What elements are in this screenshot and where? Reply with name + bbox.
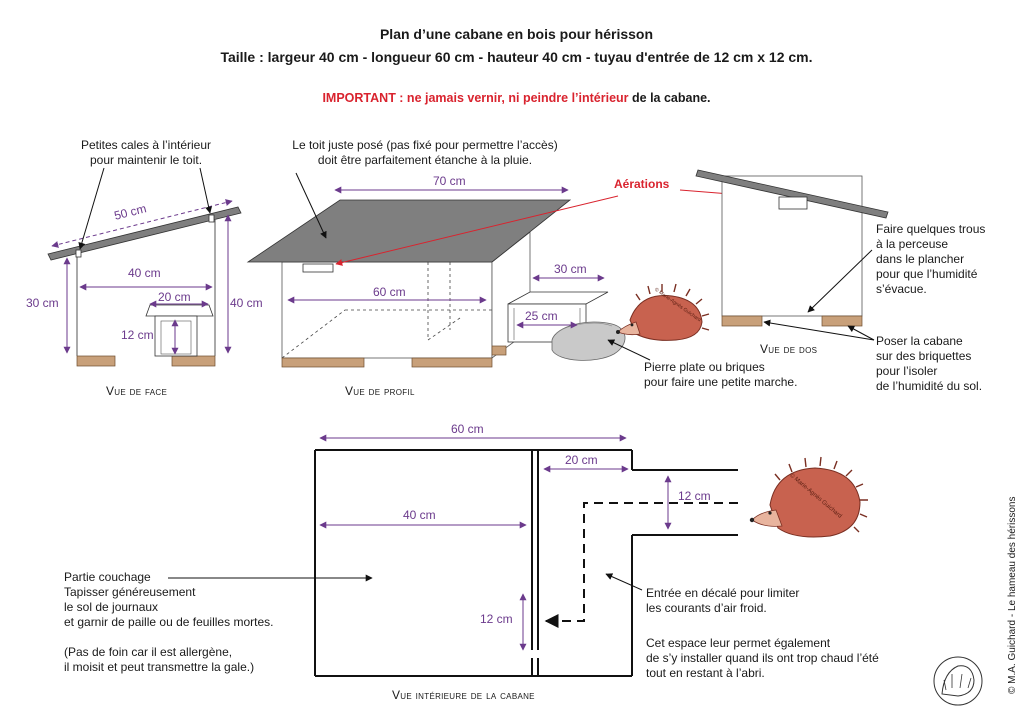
title-line-2: Taille : largeur 40 cm - longueur 60 cm …	[220, 49, 813, 65]
front-dim-width: 40 cm	[128, 266, 161, 280]
copyright-credit: © M.A. Guichard - Le hameau des hérisson…	[1007, 496, 1018, 694]
interior-dim-gap: 12 cm	[480, 612, 513, 626]
holes-note-line: Faire quelques trous	[876, 222, 986, 236]
front-base-right	[171, 355, 216, 367]
back-view-caption: Vue de dos	[760, 342, 818, 356]
roof-wedge-right	[208, 214, 215, 223]
roof-wedge-left	[75, 249, 82, 258]
interior-dim-tube: 12 cm	[678, 489, 711, 503]
aerations-label: Aérations	[614, 177, 670, 191]
summer-space-note: Cet espace leur permet également de s’y …	[646, 636, 879, 681]
stone-note-line: pour faire une petite marche.	[644, 375, 798, 389]
back-aeration	[778, 196, 808, 210]
space-note-line: tout en restant à l’abri.	[646, 666, 765, 680]
back-roof	[695, 169, 889, 219]
important-note: IMPORTANT : ne jamais vernir, ni peindre…	[0, 91, 1033, 105]
front-dim-entry: 12 cm	[121, 328, 154, 342]
back-base-left	[721, 315, 763, 327]
sleeping-note-line: le sol de journaux	[64, 600, 159, 614]
entry-note-line: Entrée en décalé pour limiter	[646, 586, 800, 600]
front-dim-tunnel: 20 cm	[158, 290, 191, 304]
sleeping-note-line: il moisit et peut transmettre la gale.)	[64, 660, 255, 674]
front-base-left	[76, 355, 116, 367]
bricks-note-line: Poser la cabane	[876, 334, 963, 348]
bricks-note-line: de l’humidité du sol.	[876, 379, 983, 393]
profile-view-drawing	[246, 172, 651, 368]
front-view-drawing	[47, 167, 242, 367]
important-warning: IMPORTANT : ne jamais vernir, ni peindre…	[322, 91, 629, 105]
important-suffix: de la cabane.	[628, 91, 711, 105]
back-view-drawing	[695, 169, 889, 341]
entry-offset-note: Entrée en décalé pour limiter les couran…	[646, 586, 799, 616]
interior-dim-sleep: 40 cm	[403, 508, 436, 522]
profile-view-caption: Vue de profil	[345, 384, 415, 398]
sleeping-area-note: Partie couchage Tapisser généreusement l…	[64, 570, 273, 675]
interior-view-drawing	[168, 434, 738, 677]
front-wedge-note-line: Petites cales à l’intérieur	[80, 138, 212, 152]
interior-dim-corridor: 20 cm	[565, 453, 598, 467]
holes-note-line: pour que l’humidité	[876, 267, 978, 281]
front-dim-height-left: 30 cm	[26, 296, 59, 310]
sleeping-note-line: et garnir de paille ou de feuilles morte…	[64, 615, 274, 629]
front-view-caption: Vue de face	[106, 384, 168, 398]
front-dim-height-right: 40 cm	[230, 296, 263, 310]
hedgehog-path	[546, 502, 738, 622]
hedgehog-illustration-1	[616, 283, 710, 341]
bricks-note-line: sur des briquettes	[876, 349, 972, 363]
holes-note-line: à la perceuse	[876, 237, 949, 251]
entry-note-line: les courants d’air froid.	[646, 601, 767, 615]
stone-note-line: Pierre plate ou briques	[644, 360, 765, 374]
sleeping-note-line: Tapisser généreusement	[64, 585, 196, 599]
bricks-note-line: pour l’isoler	[876, 364, 938, 378]
holes-note: Faire quelques trous à la perceuse dans …	[876, 222, 985, 297]
profile-roof-note-line: Le toit juste posé (pas fixé pour permet…	[292, 138, 558, 152]
holes-note-line: dans le plancher	[876, 252, 965, 266]
profile-dim-length: 60 cm	[373, 285, 406, 299]
holes-note-line: s’évacue.	[876, 282, 927, 296]
profile-aeration	[302, 263, 334, 273]
hedgehog-illustration-2	[749, 456, 868, 538]
profile-roof	[246, 199, 572, 263]
front-wedge-note-line: pour maintenir le toit.	[89, 153, 203, 167]
profile-roof-note: Le toit juste posé (pas fixé pour permet…	[270, 138, 580, 168]
title-line-1: Plan d’une cabane en bois pour hérisson	[379, 26, 654, 42]
profile-dim-tunnel: 30 cm	[554, 262, 587, 276]
back-base-right	[821, 315, 863, 327]
profile-dim-tunnel-width: 25 cm	[525, 309, 558, 323]
profile-roof-note-line: doit être parfaitement étanche à la plui…	[317, 153, 533, 167]
front-wedge-note: Petites cales à l’intérieur pour mainten…	[58, 138, 234, 168]
bricks-note: Poser la cabane sur des briquettes pour …	[876, 334, 982, 394]
profile-dim-roof: 70 cm	[433, 174, 466, 188]
profile-base-left	[281, 357, 365, 368]
sleeping-note-line: Partie couchage	[64, 570, 151, 584]
sleeping-note-line: (Pas de foin car il est allergène,	[64, 645, 233, 659]
space-note-line: de s’y installer quand ils ont trop chau…	[646, 651, 879, 665]
hameau-stamp-logo	[933, 656, 983, 706]
interior-dim-length: 60 cm	[451, 422, 484, 436]
interior-view-caption: Vue intérieure de la cabane	[392, 688, 535, 702]
profile-base-right	[411, 357, 493, 368]
space-note-line: Cet espace leur permet également	[646, 636, 831, 650]
stone-note: Pierre plate ou briques pour faire une p…	[644, 360, 797, 390]
